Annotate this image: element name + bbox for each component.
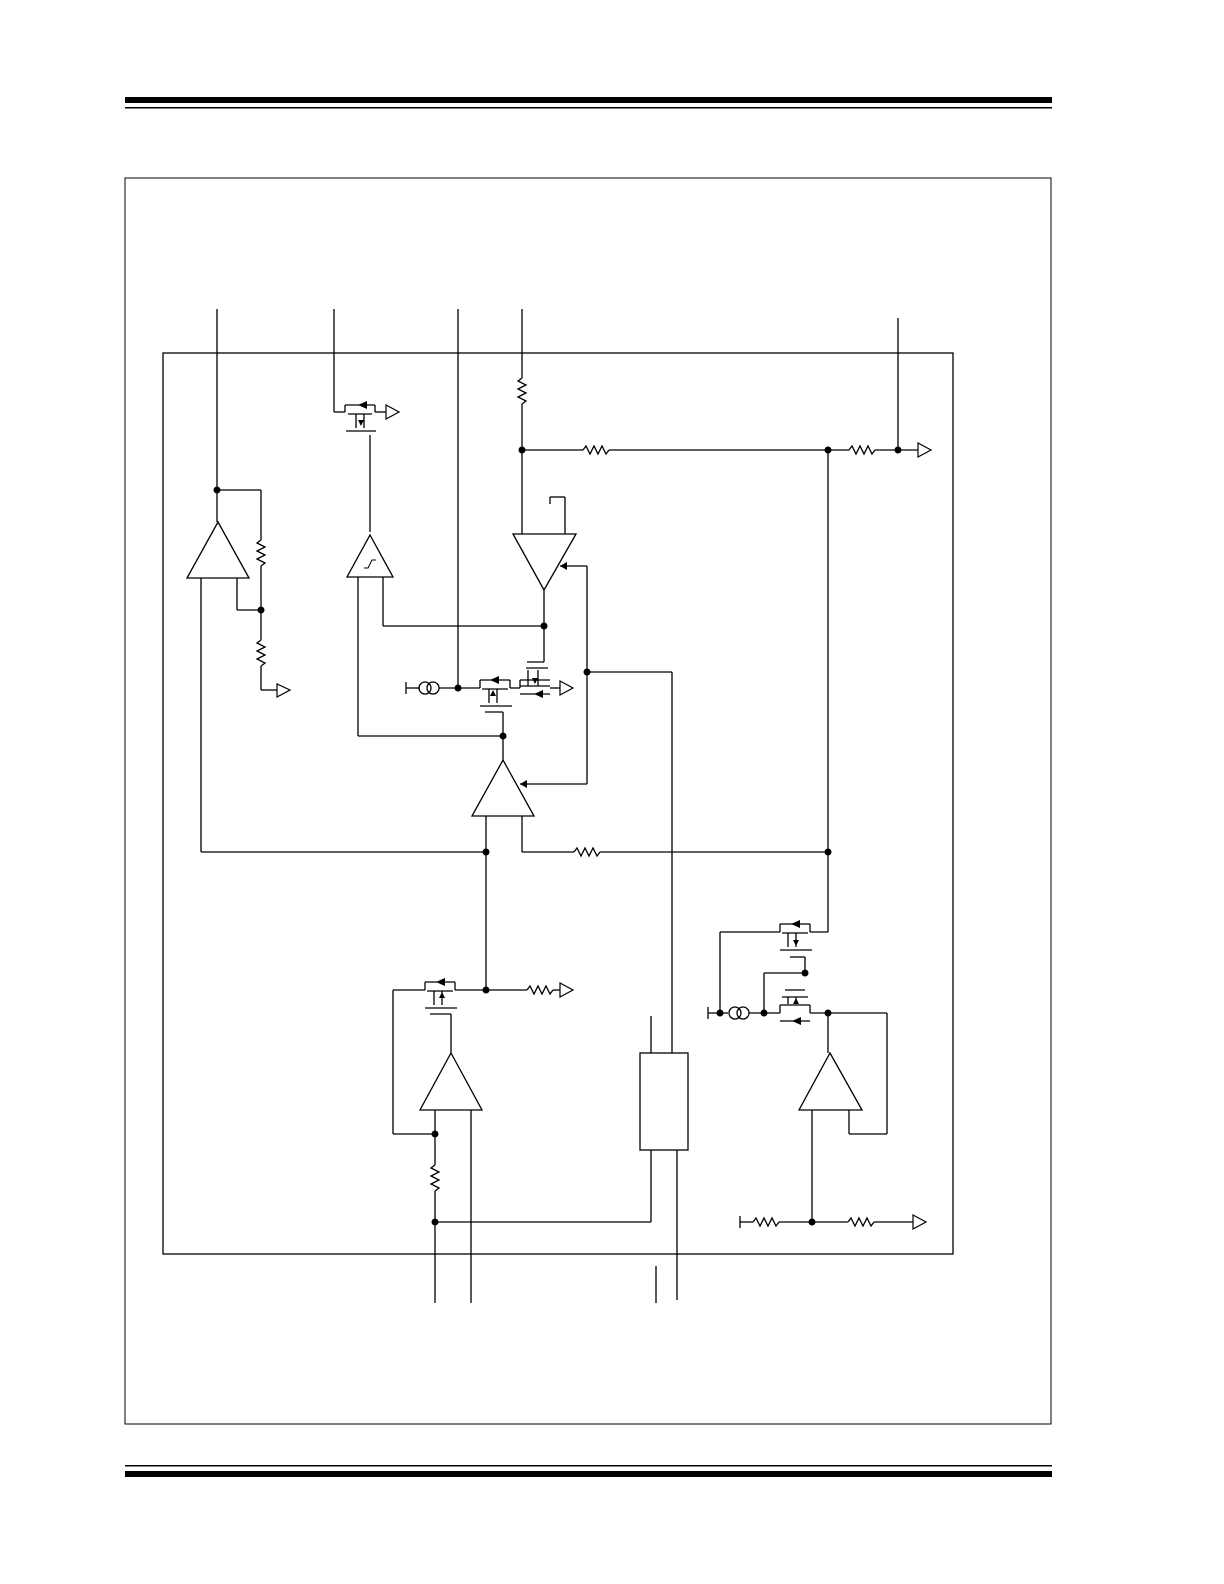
footer-rule: [125, 1465, 1052, 1477]
ground-symbol: [276, 683, 292, 699]
sense-resistor: [516, 377, 528, 405]
center-amplifier-block: [470, 450, 832, 1053]
bottom-left-amplifier: [418, 1051, 484, 1111]
divider-resistor-top: [255, 539, 267, 567]
error-amplifier: [511, 533, 578, 592]
center-rect-element: [639, 1052, 689, 1151]
comparator: [345, 533, 395, 578]
top-center-amplifier-block: [511, 377, 933, 784]
top-pins: [216, 309, 899, 688]
comparator-block: [345, 533, 545, 737]
figure-frame: [124, 177, 1052, 1425]
bottom-right-amplifier: [797, 1051, 864, 1111]
center-current-source-block: [405, 667, 575, 740]
ground-symbol: [559, 981, 575, 999]
divider-resistor-bottom: [255, 639, 267, 667]
ground-symbol: [917, 441, 933, 459]
ic-outline: [162, 352, 954, 1255]
bottom-pins: [434, 1110, 678, 1303]
sense-resistor-bottom: [429, 1164, 441, 1192]
left-amplifier-block: [185, 486, 486, 853]
center-amplifier: [470, 758, 536, 817]
hysteresis-icon: [364, 559, 376, 569]
bottom-right-block: [707, 920, 928, 1231]
ground-symbol: [559, 679, 575, 697]
top-left-mosfet: [334, 401, 401, 532]
ground-symbol: [912, 1213, 928, 1231]
center-block: [639, 1016, 689, 1151]
bottom-left-block: [392, 978, 652, 1226]
ground-symbol: [385, 403, 401, 421]
header-rule: [125, 97, 1052, 109]
left-amplifier: [185, 520, 251, 579]
